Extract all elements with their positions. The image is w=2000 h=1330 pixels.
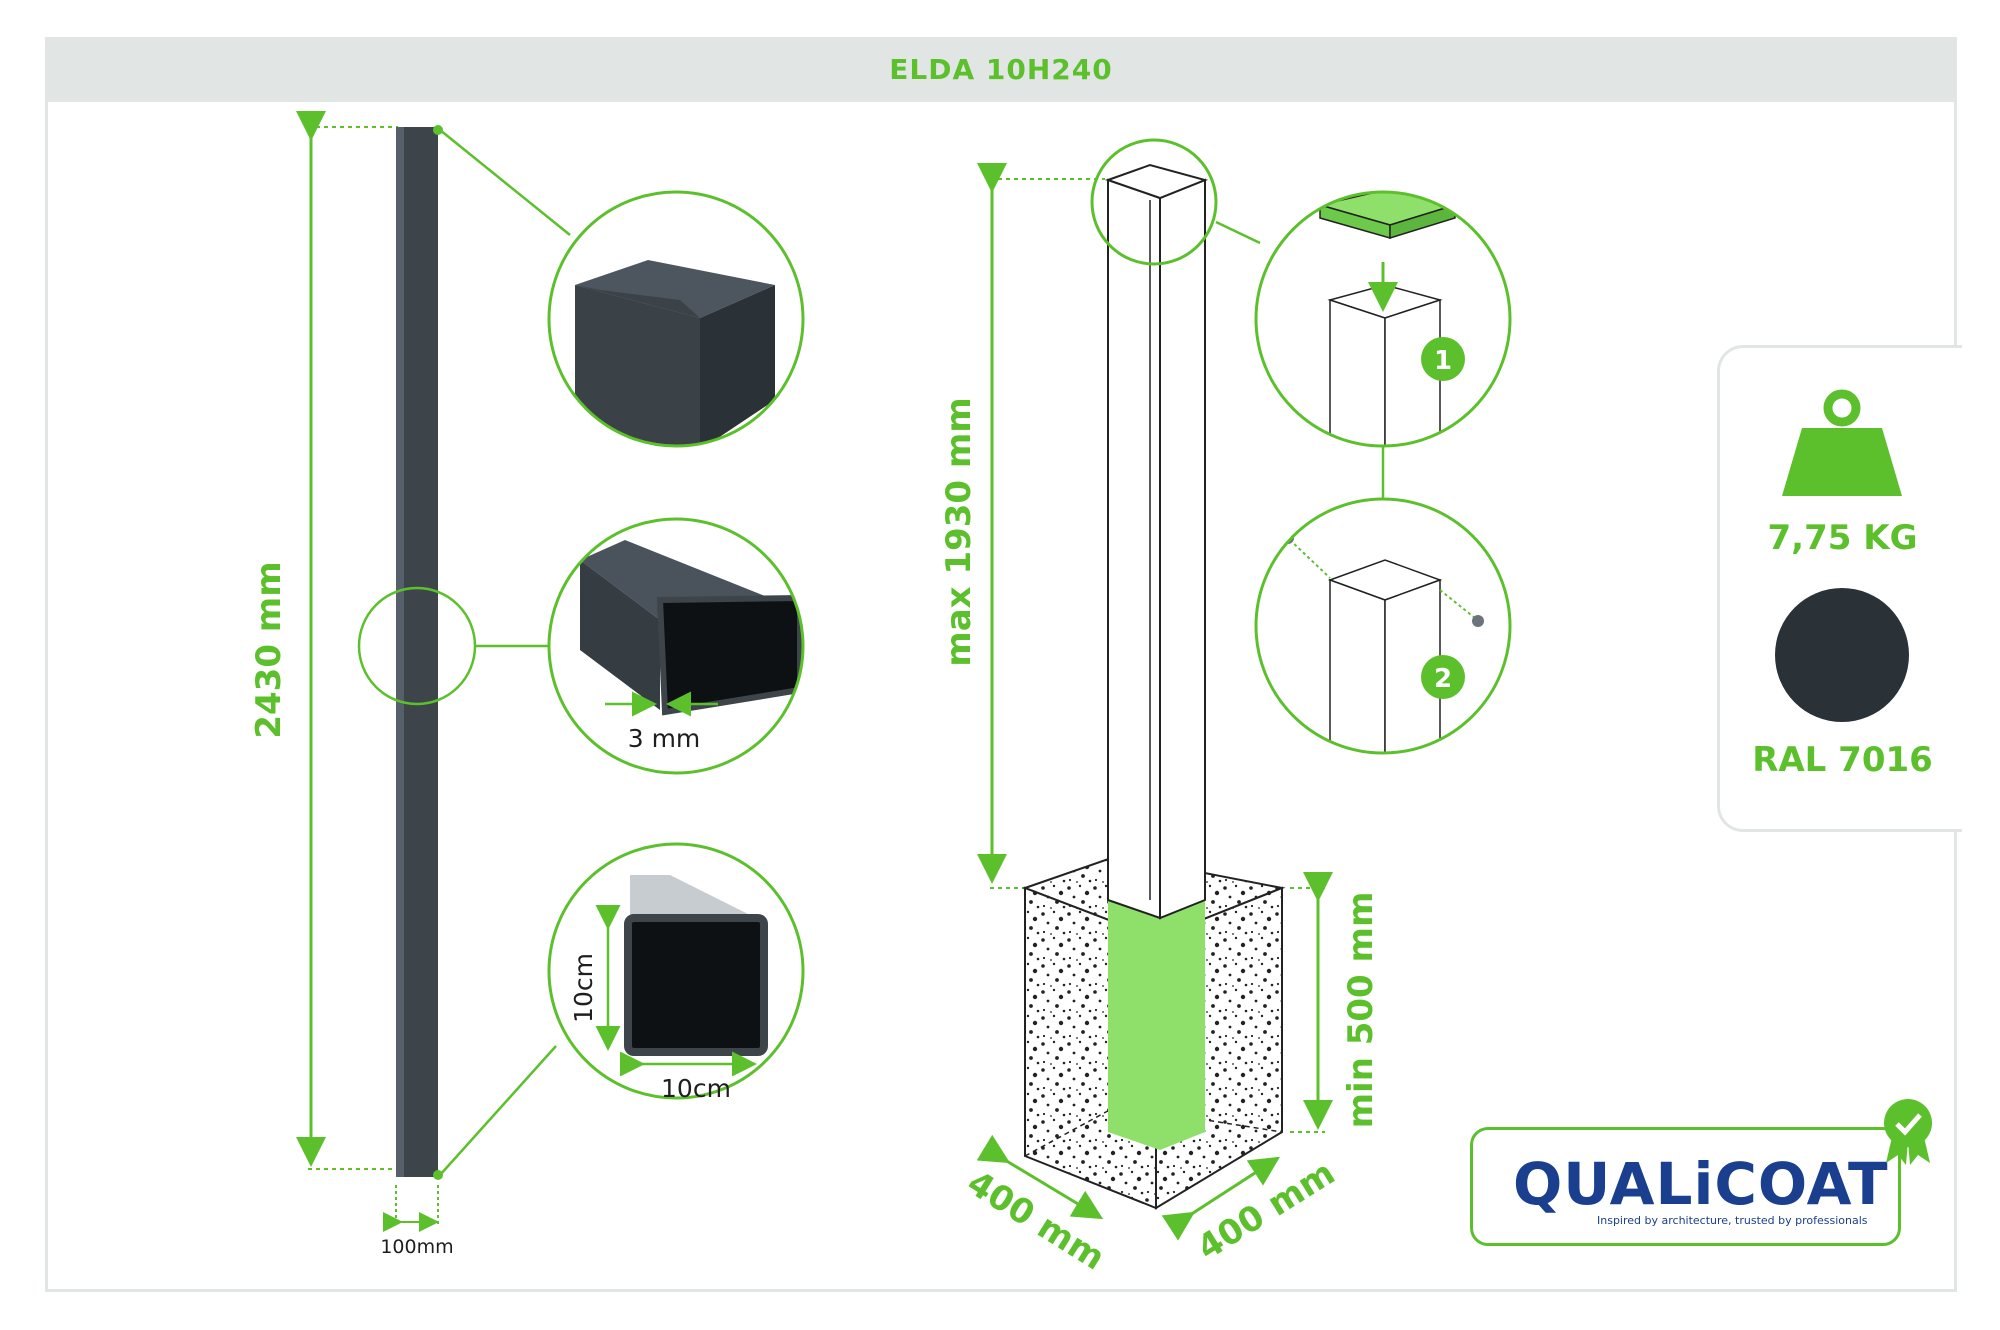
min-depth-label: min 500 mm: [1341, 892, 1381, 1129]
installed-post: [1107, 178, 1161, 920]
cap-detail: [549, 192, 803, 446]
color-swatch: [1775, 588, 1909, 722]
title-bar: ELDA 10H240: [45, 37, 1957, 102]
wall-detail: [549, 519, 803, 773]
spec-card: 7,75 KG RAL 7016: [1717, 345, 1962, 832]
page-title: ELDA 10H240: [889, 53, 1113, 86]
top-detail-highlight: [1090, 138, 1218, 266]
width-label: 100mm: [380, 1236, 453, 1258]
step1-detail: [1256, 192, 1510, 446]
step2-number: 2: [1434, 664, 1452, 694]
section-height-label: 10cm: [569, 953, 598, 1023]
step1-number: 1: [1434, 346, 1452, 376]
weight-value: 7,75 KG: [1767, 518, 1918, 558]
step2-detail: [1256, 499, 1510, 753]
wall-thickness-label: 3 mm: [628, 724, 701, 753]
section-detail: [549, 844, 803, 1098]
section-width-label: 10cm: [661, 1074, 731, 1103]
color-name: RAL 7016: [1752, 740, 1933, 780]
weight-icon: [1782, 389, 1902, 496]
brand-name: QUALiCOAT: [1513, 1150, 1889, 1218]
qualicoat-badge: QUALiCOAT Inspired by architecture, trus…: [1470, 1127, 1901, 1246]
brand-tagline: Inspired by architecture, trusted by pro…: [1597, 1214, 1868, 1227]
certified-badge-icon: [1884, 1099, 1932, 1165]
height-label: 2430 mm: [249, 561, 289, 738]
max-height-label: max 1930 mm: [939, 397, 979, 666]
